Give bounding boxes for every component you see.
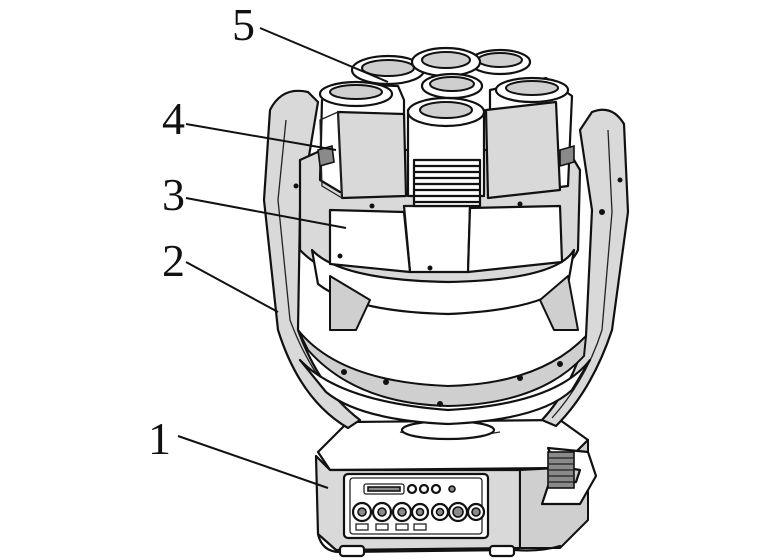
fan-grill [547, 451, 575, 489]
leader-1 [177, 435, 329, 489]
callout-leaders [177, 27, 389, 489]
control-panel [342, 472, 490, 540]
leader-3 [185, 197, 347, 229]
callout-1: 1 [148, 413, 171, 464]
callout-labels: 5 4 3 2 1 [148, 0, 255, 464]
callout-3: 3 [162, 169, 185, 220]
center-lens-module [406, 96, 486, 208]
connector-sockets [351, 501, 486, 531]
callout-2: 2 [162, 235, 185, 286]
callout-4: 4 [162, 93, 185, 144]
leader-2 [185, 261, 279, 313]
leader-4 [185, 123, 337, 151]
lens-modules [317, 46, 575, 208]
base-unit [314, 418, 598, 558]
yoke-arm [262, 89, 630, 430]
leader-5 [259, 27, 389, 83]
callout-5: 5 [232, 0, 255, 50]
